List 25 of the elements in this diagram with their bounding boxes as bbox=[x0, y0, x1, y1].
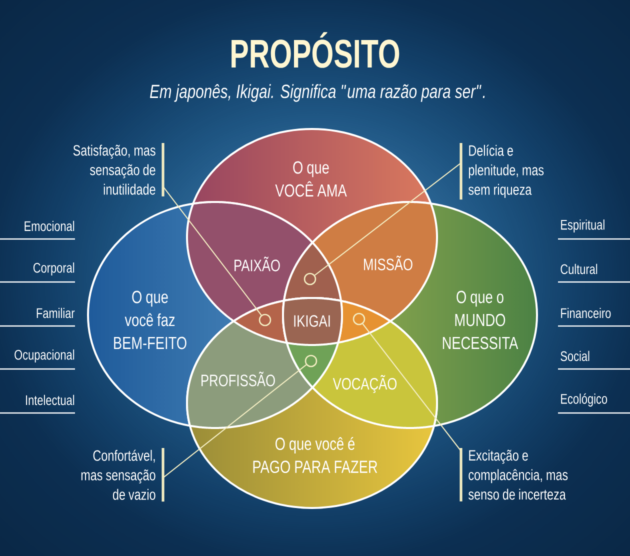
overlap-region: IKIGAI bbox=[282, 297, 343, 346]
category-label: Emocional bbox=[24, 220, 74, 232]
leader-line bbox=[162, 186, 262, 316]
callout-note: Satisfação, mas sensação de inutilidade bbox=[73, 143, 164, 196]
leader-line bbox=[162, 364, 307, 478]
category-label: Familiar bbox=[36, 308, 75, 318]
leader-line bbox=[314, 162, 462, 276]
ring-marker bbox=[352, 312, 366, 326]
ring-marker bbox=[304, 272, 316, 286]
category-label: Social bbox=[560, 350, 590, 362]
callout-note: Confortável, mas sensação de vazio bbox=[81, 448, 164, 502]
category-label: Espiritual bbox=[561, 219, 604, 233]
ring-marker bbox=[304, 354, 318, 368]
ring-marker bbox=[258, 314, 272, 326]
category-label: Cultural bbox=[560, 264, 598, 274]
callout-note: Excitação e complacência, mas senso de incerteza bbox=[460, 448, 568, 502]
category-label: Intelectual bbox=[26, 394, 74, 406]
leader-line bbox=[362, 324, 462, 452]
callout-note: Delícia e plenitude, mas sem riqueza bbox=[460, 143, 544, 200]
category-label: Corporal bbox=[33, 262, 74, 276]
category-label: Financeiro bbox=[561, 308, 611, 318]
category-label: Ecológico bbox=[561, 393, 608, 407]
category-label: Ocupacional bbox=[14, 349, 74, 363]
subtitle: Em japonês, Ikigai. Significa "uma razão para ser". bbox=[150, 84, 485, 102]
title: PROPÓSITO bbox=[232, 32, 400, 68]
